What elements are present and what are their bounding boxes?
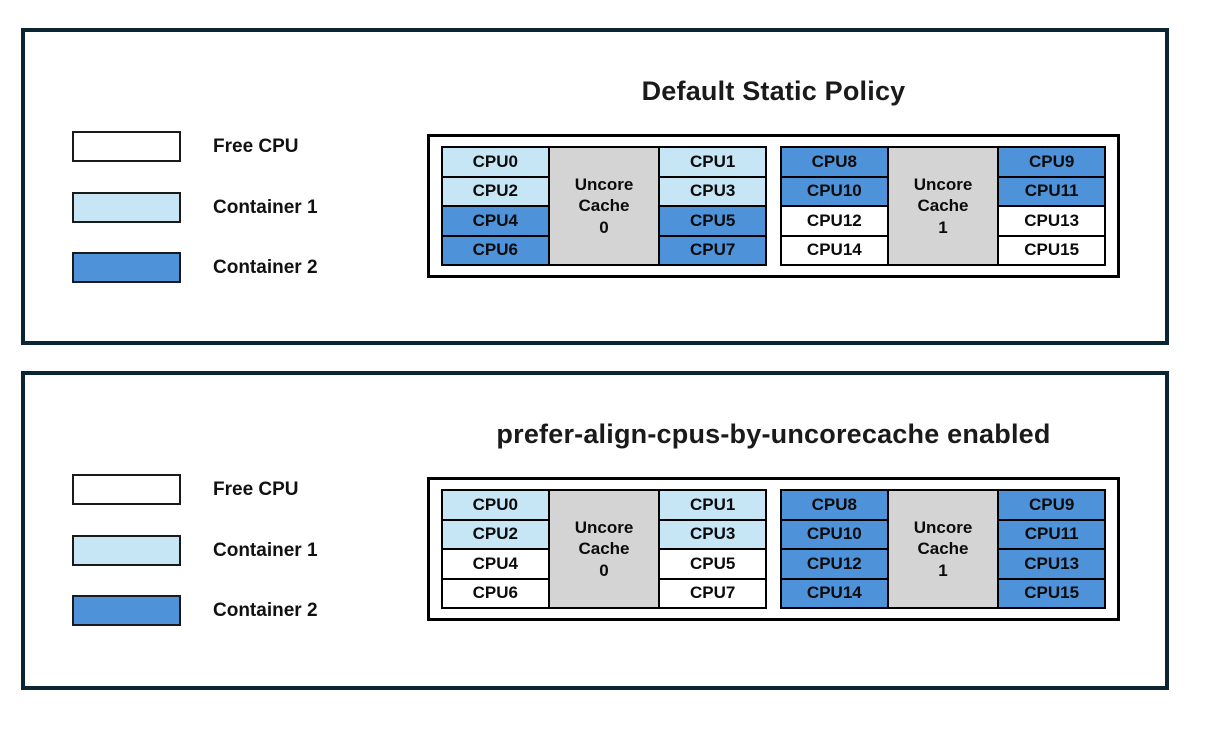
panel-default-static-policy: Default Static Policy Free CPU Container… <box>21 28 1169 345</box>
cpu-cell: CPU1 <box>658 489 768 521</box>
cpu-cell: CPU4 <box>441 205 550 237</box>
cpu-cell: CPU15 <box>997 234 1107 266</box>
legend-label: Container 1 <box>213 196 318 218</box>
cpu-cell: CPU6 <box>441 577 550 609</box>
cpu-cell: CPU8 <box>780 146 889 178</box>
cpu-column-right: CPU9 CPU11 CPU13 CPU15 <box>997 146 1107 266</box>
legend-swatch-container-1 <box>72 192 181 223</box>
legend-label: Free CPU <box>213 478 299 500</box>
cache-label-line: 0 <box>599 217 609 237</box>
uncore-cache-group-1: CPU8 CPU10 CPU12 CPU14 Uncore Cache 1 CP… <box>780 489 1107 609</box>
cpu-cell: CPU5 <box>658 548 768 580</box>
cpu-cell: CPU0 <box>441 146 550 178</box>
cpu-column-left: CPU8 CPU10 CPU12 CPU14 <box>780 489 889 609</box>
cpu-cell: CPU3 <box>658 175 768 207</box>
cpu-column-left: CPU8 CPU10 CPU12 CPU14 <box>780 146 889 266</box>
socket-diagram: CPU0 CPU2 CPU4 CPU6 Uncore Cache 0 CPU1 … <box>427 134 1120 278</box>
cache-label-line: Uncore <box>913 175 973 195</box>
legend-item-container-1: Container 1 <box>72 535 318 566</box>
cpu-column-left: CPU0 CPU2 CPU4 CPU6 <box>441 146 550 266</box>
cpu-cell: CPU7 <box>658 234 768 266</box>
cpu-cell: CPU7 <box>658 577 768 609</box>
legend-item-free-cpu: Free CPU <box>72 131 299 162</box>
cache-label-line: Uncore <box>574 518 634 538</box>
legend-swatch-free <box>72 474 181 505</box>
cpu-cell: CPU2 <box>441 175 550 207</box>
uncore-cache-group-1: CPU8 CPU10 CPU12 CPU14 Uncore Cache 1 CP… <box>780 146 1107 266</box>
cpu-cell: CPU14 <box>780 234 889 266</box>
cpu-cell: CPU10 <box>780 518 889 550</box>
cpu-cell: CPU2 <box>441 518 550 550</box>
cache-label-line: Uncore <box>574 175 634 195</box>
cpu-cell: CPU10 <box>780 175 889 207</box>
cpu-column-left: CPU0 CPU2 CPU4 CPU6 <box>441 489 550 609</box>
cache-label-line: Cache <box>578 539 630 559</box>
legend-label: Container 2 <box>213 599 318 621</box>
cpu-cell: CPU11 <box>997 518 1107 550</box>
cpu-cell: CPU4 <box>441 548 550 580</box>
cpu-column-right: CPU9 CPU11 CPU13 CPU15 <box>997 489 1107 609</box>
cpu-cell: CPU12 <box>780 548 889 580</box>
cache-label-line: Cache <box>917 196 969 216</box>
legend-item-container-2: Container 2 <box>72 595 318 626</box>
cache-label-line: Uncore <box>913 518 973 538</box>
cpu-cell: CPU13 <box>997 205 1107 237</box>
cache-label-line: Cache <box>578 196 630 216</box>
uncore-cache-box-1: Uncore Cache 1 <box>886 489 1000 609</box>
cpu-cell: CPU9 <box>997 489 1107 521</box>
legend-label: Container 1 <box>213 539 318 561</box>
cache-label-line: 0 <box>599 560 609 580</box>
legend-swatch-container-1 <box>72 535 181 566</box>
socket-diagram: CPU0 CPU2 CPU4 CPU6 Uncore Cache 0 CPU1 … <box>427 477 1120 621</box>
cpu-cell: CPU3 <box>658 518 768 550</box>
uncore-cache-box-0: Uncore Cache 0 <box>547 146 661 266</box>
legend-item-free-cpu: Free CPU <box>72 474 299 505</box>
legend-label: Container 2 <box>213 256 318 278</box>
cache-label-line: 1 <box>938 560 948 580</box>
legend-label: Free CPU <box>213 135 299 157</box>
legend: Free CPU Container 1 Container 2 <box>25 375 1165 686</box>
uncore-cache-box-0: Uncore Cache 0 <box>547 489 661 609</box>
cpu-cell: CPU9 <box>997 146 1107 178</box>
panel-prefer-align-uncorecache: prefer-align-cpus-by-uncorecache enabled… <box>21 371 1169 690</box>
panel-title: Default Static Policy <box>641 76 906 106</box>
cpu-column-right: CPU1 CPU3 CPU5 CPU7 <box>658 489 768 609</box>
panel-title: prefer-align-cpus-by-uncorecache enabled <box>496 419 1051 449</box>
cpu-cell: CPU6 <box>441 234 550 266</box>
legend-item-container-1: Container 1 <box>72 192 318 223</box>
cpu-cell: CPU11 <box>997 175 1107 207</box>
legend-swatch-container-2 <box>72 595 181 626</box>
cpu-cell: CPU0 <box>441 489 550 521</box>
legend-swatch-free <box>72 131 181 162</box>
cache-label-line: Cache <box>917 539 969 559</box>
legend-item-container-2: Container 2 <box>72 252 318 283</box>
cpu-cell: CPU12 <box>780 205 889 237</box>
cpu-cell: CPU1 <box>658 146 768 178</box>
cpu-cell: CPU5 <box>658 205 768 237</box>
uncore-cache-group-0: CPU0 CPU2 CPU4 CPU6 Uncore Cache 0 CPU1 … <box>441 146 768 266</box>
cache-label-line: 1 <box>938 217 948 237</box>
legend: Free CPU Container 1 Container 2 <box>25 32 1165 341</box>
cpu-cell: CPU8 <box>780 489 889 521</box>
cpu-cell: CPU15 <box>997 577 1107 609</box>
legend-swatch-container-2 <box>72 252 181 283</box>
cpu-column-right: CPU1 CPU3 CPU5 CPU7 <box>658 146 768 266</box>
cpu-cell: CPU13 <box>997 548 1107 580</box>
uncore-cache-box-1: Uncore Cache 1 <box>886 146 1000 266</box>
uncore-cache-group-0: CPU0 CPU2 CPU4 CPU6 Uncore Cache 0 CPU1 … <box>441 489 768 609</box>
cpu-cell: CPU14 <box>780 577 889 609</box>
